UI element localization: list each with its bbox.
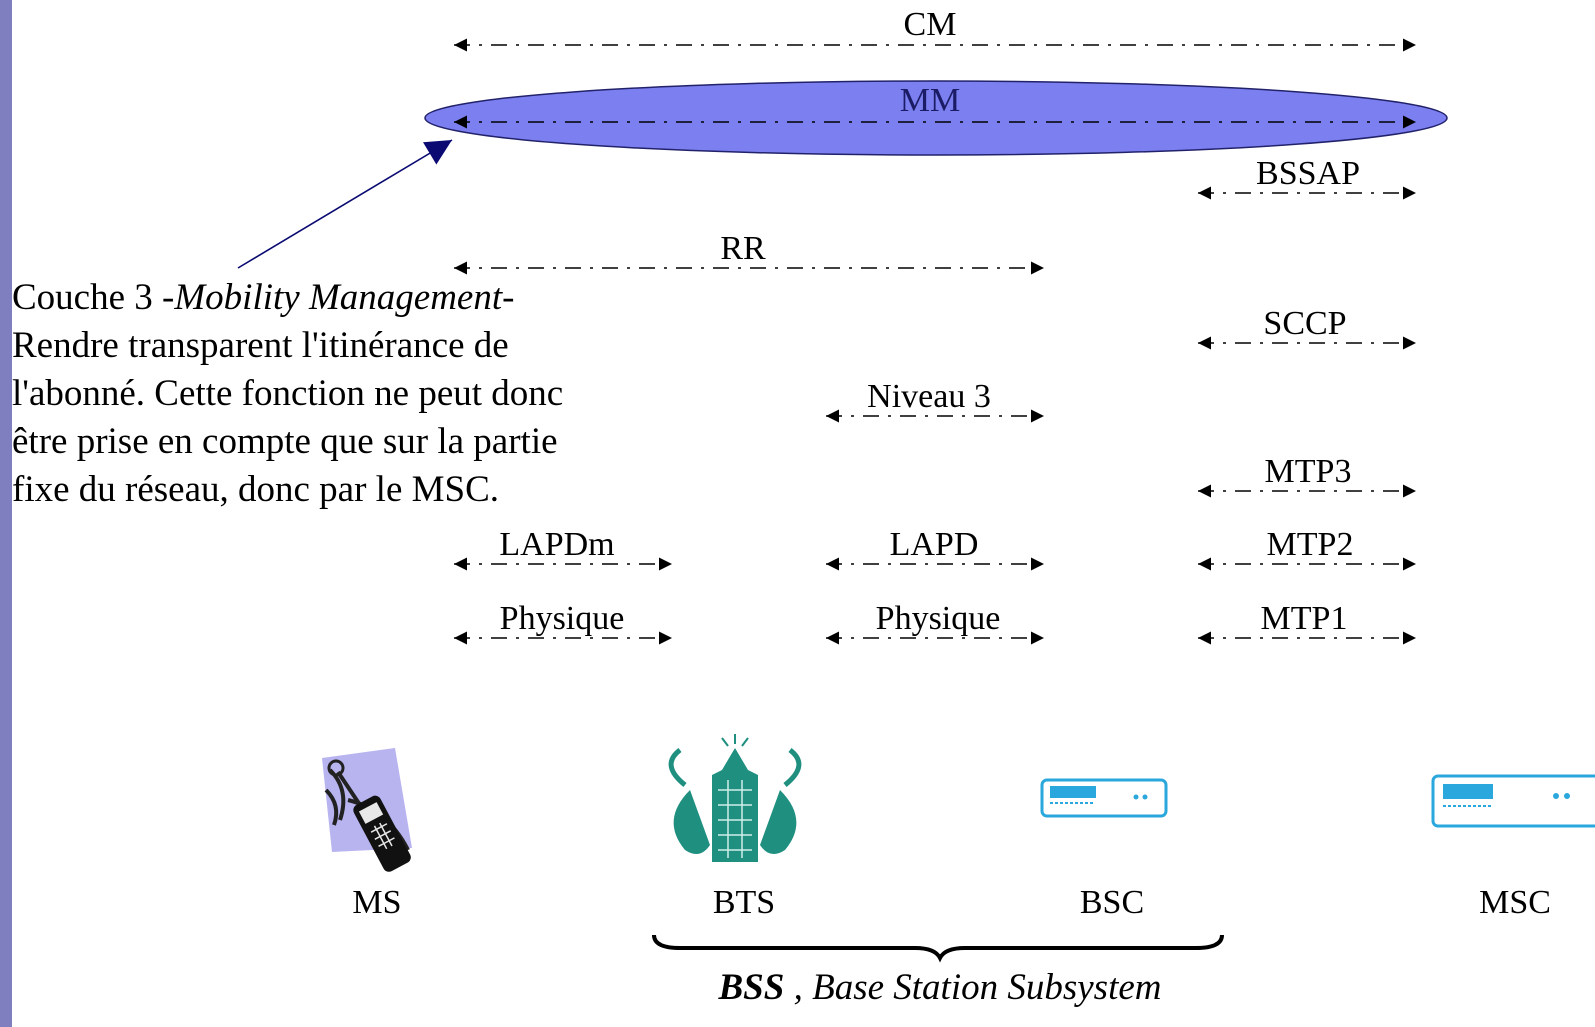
radio-tower-building-icon bbox=[668, 734, 802, 862]
lapdm-label: LAPDm bbox=[499, 526, 615, 563]
bss-brace bbox=[652, 934, 1224, 963]
physique-ms-label: Physique bbox=[499, 600, 625, 637]
msc-label: MSC bbox=[1479, 884, 1551, 921]
cm-label: CM bbox=[903, 6, 957, 43]
bssap-label: BSSAP bbox=[1256, 155, 1360, 192]
mm-label: MM bbox=[899, 82, 961, 119]
physique-bts-label: Physique bbox=[875, 600, 1001, 637]
rr-label: RR bbox=[720, 230, 766, 267]
mobility-management-note: Couche 3 -Mobility Management-Rendre tra… bbox=[12, 274, 577, 514]
ms-label: MS bbox=[352, 884, 402, 921]
note-suffix: -Rendre transparent l'itinérance de l'ab… bbox=[12, 277, 564, 510]
mtp2-label: MTP2 bbox=[1266, 526, 1354, 563]
note-prefix: Couche 3 - bbox=[12, 277, 175, 318]
sccp-label: SCCP bbox=[1263, 305, 1347, 342]
lapd-label: LAPD bbox=[889, 526, 979, 563]
bts-label: BTS bbox=[712, 884, 776, 921]
mobile-phone-icon bbox=[322, 748, 412, 872]
note-italic: Mobility Management bbox=[174, 277, 503, 318]
switching-center-box-icon bbox=[1431, 774, 1595, 828]
side-bar bbox=[0, 0, 12, 1027]
bss-caption-rest: , Base Station Subsystem bbox=[784, 967, 1162, 1008]
bsc-label: BSC bbox=[1079, 884, 1145, 921]
mtp3-label: MTP3 bbox=[1264, 453, 1352, 490]
pointer-arrow bbox=[237, 139, 453, 269]
bss-caption-bold: BSS bbox=[718, 967, 785, 1008]
mtp1-label: MTP1 bbox=[1260, 600, 1348, 637]
controller-box-icon bbox=[1040, 778, 1168, 818]
niveau3-label: Niveau 3 bbox=[867, 378, 991, 415]
bss-caption: BSS , Base Station Subsystem bbox=[719, 966, 1162, 1009]
